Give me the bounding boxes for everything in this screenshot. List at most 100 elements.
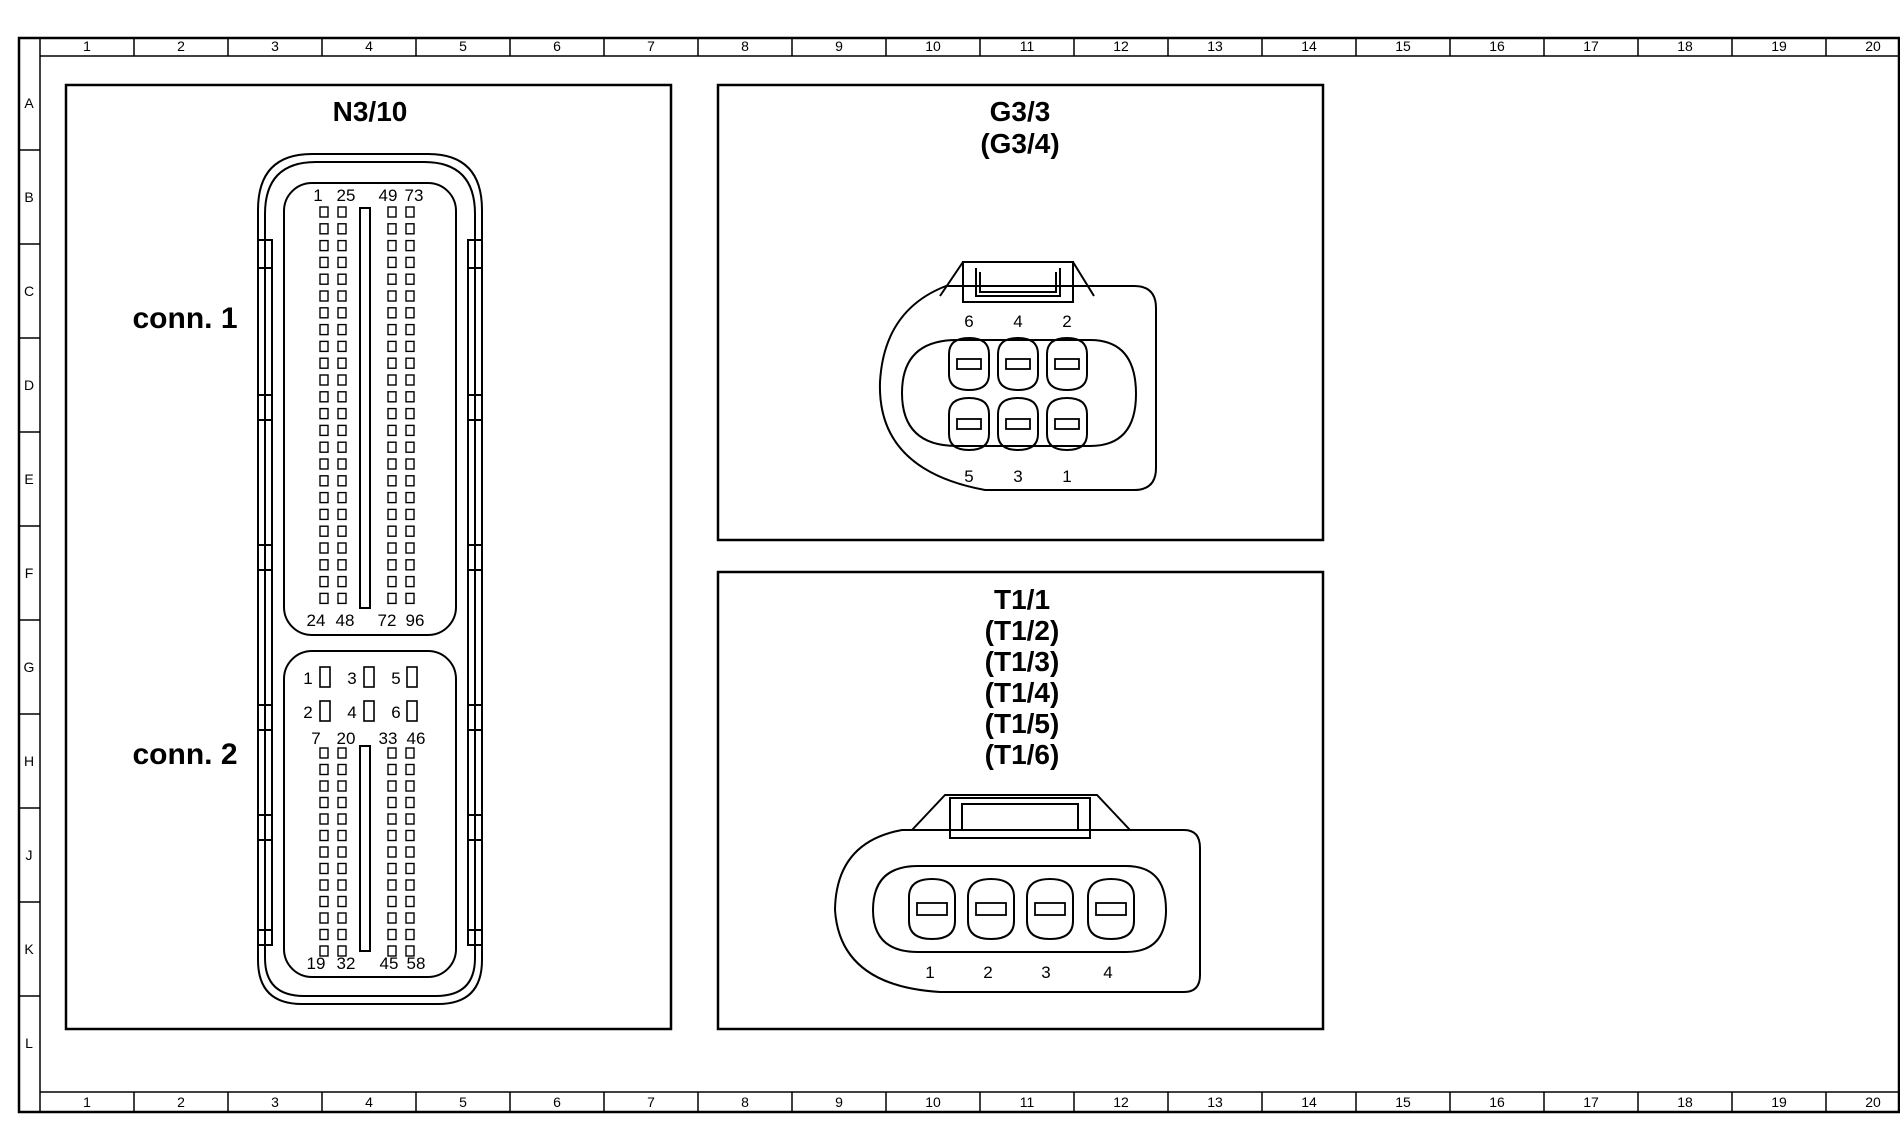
ecu-pin [319, 559, 329, 571]
grid-column-number: 1 [83, 1094, 91, 1110]
sensor4-terminal [916, 902, 948, 916]
ecu-pin [387, 525, 397, 537]
sensor4-cavity [908, 877, 956, 941]
grid-column-number: 19 [1771, 1094, 1787, 1110]
ecu-pin [387, 747, 397, 759]
ecu-pin [405, 895, 415, 908]
ecu-pin [387, 256, 397, 269]
ecu-pin [337, 391, 347, 403]
conn1-pin-label: 1 [313, 186, 322, 205]
grid-column-number: 2 [177, 38, 185, 54]
conn2-pin-array [319, 747, 415, 957]
grid-column-number: 6 [553, 1094, 561, 1110]
sensor6-panel: G3/3 (G3/4) 6 4 2 5 3 1 [716, 83, 1325, 542]
grid-row-letter: G [24, 659, 35, 675]
sensor6-terminal [1005, 358, 1031, 370]
conn1-pin-label: 24 [307, 611, 326, 630]
ecu-pin [319, 879, 329, 891]
sensor4-pin-cavities [908, 877, 1135, 941]
ecu-pin [319, 273, 329, 285]
ecu-pin [405, 323, 415, 336]
ecu-pin [319, 475, 329, 487]
ecu-pin [387, 424, 397, 437]
ecu-pin [319, 391, 329, 403]
ecu-pin [337, 747, 347, 759]
ecu-pin [387, 945, 397, 957]
sensor4-panel: T1/1 (T1/2) (T1/3) (T1/4) (T1/5) (T1/6) … [716, 570, 1325, 1031]
grid-column-number: 13 [1207, 1094, 1223, 1110]
ecu-pin [337, 895, 347, 908]
ecu-pin [319, 829, 329, 842]
grid-column-number: 19 [1771, 38, 1787, 54]
ecu-pin [387, 374, 397, 386]
sensor4-cavity [1026, 877, 1074, 941]
conn2-small-pin-label: 1 [303, 669, 312, 688]
conn1-pin-label: 72 [378, 611, 397, 630]
ecu-pin [337, 475, 347, 487]
grid-column-number: 18 [1677, 38, 1693, 54]
grid-row-letter: C [24, 283, 34, 299]
ecu-pin [405, 780, 415, 792]
ecu-pin [405, 475, 415, 487]
conn1-block [283, 182, 457, 636]
ecu-pin [319, 525, 329, 537]
grid-column-number: 6 [553, 38, 561, 54]
ecu-pin [387, 575, 397, 588]
ecu-pin [319, 424, 329, 437]
sensor6-cavity [997, 336, 1039, 392]
ecu-pin [319, 223, 329, 235]
ecu-pin [319, 592, 329, 605]
ecu-pin [387, 559, 397, 571]
ecu-pin [405, 441, 415, 453]
grid-column-number: 11 [1020, 38, 1035, 54]
conn2-small-pin-label: 4 [347, 703, 356, 722]
conn2-label: conn. 2 [132, 738, 237, 771]
ecu-pin [337, 912, 347, 924]
grid-column-number: 3 [271, 1094, 279, 1110]
ecu-pin [319, 307, 329, 319]
ecu-pin [337, 813, 347, 825]
grid-column-number: 8 [741, 38, 749, 54]
ecu-pin [405, 374, 415, 386]
sensor4-title-alt: (T1/6) [985, 739, 1060, 770]
ecu-pin [405, 290, 415, 302]
ecu-pin [405, 307, 415, 319]
conn2-pin-label: 32 [337, 954, 356, 973]
sensor4-cavity [1087, 877, 1135, 941]
ecu-pin [319, 747, 329, 759]
ecu-pin [387, 796, 397, 809]
ecu-pin [387, 458, 397, 470]
ecu-pin [387, 879, 397, 891]
sensor6-cavity [997, 396, 1039, 452]
ecu-pin [405, 829, 415, 842]
ecu-pin [405, 340, 415, 353]
sensor6-pin-label: 1 [1062, 467, 1071, 486]
conn2-small-pin-label: 6 [391, 703, 400, 722]
grid-column-number: 9 [835, 38, 843, 54]
ecu-pin [405, 912, 415, 924]
grid-column-number: 20 [1865, 1094, 1881, 1110]
sensor6-cavity [1046, 336, 1088, 392]
ecu-pin [319, 846, 329, 858]
sensor4-title-alt: (T1/2) [985, 615, 1060, 646]
ecu-pin [405, 592, 415, 605]
ecu-pin [337, 424, 347, 437]
conn2-pin-label: 58 [407, 954, 426, 973]
ecu-pin [405, 813, 415, 825]
conn2-small-pin-label: 2 [303, 703, 312, 722]
ecu-pin [405, 846, 415, 858]
ecu-pin [387, 491, 397, 504]
sensor6-pin-label: 2 [1062, 312, 1071, 331]
ecu-pin [319, 796, 329, 809]
ecu-title: N3/10 [333, 96, 408, 127]
ecu-pin [337, 592, 347, 605]
sensor6-cavity [948, 336, 990, 392]
ecu-pin [405, 206, 415, 218]
ecu-pin [405, 559, 415, 571]
ecu-pin [319, 542, 329, 554]
ecu-pin [337, 945, 347, 957]
ecu-pin [319, 290, 329, 302]
conn1-label: conn. 1 [132, 302, 237, 335]
ecu-pin [337, 559, 347, 571]
ecu-pin [337, 542, 347, 554]
